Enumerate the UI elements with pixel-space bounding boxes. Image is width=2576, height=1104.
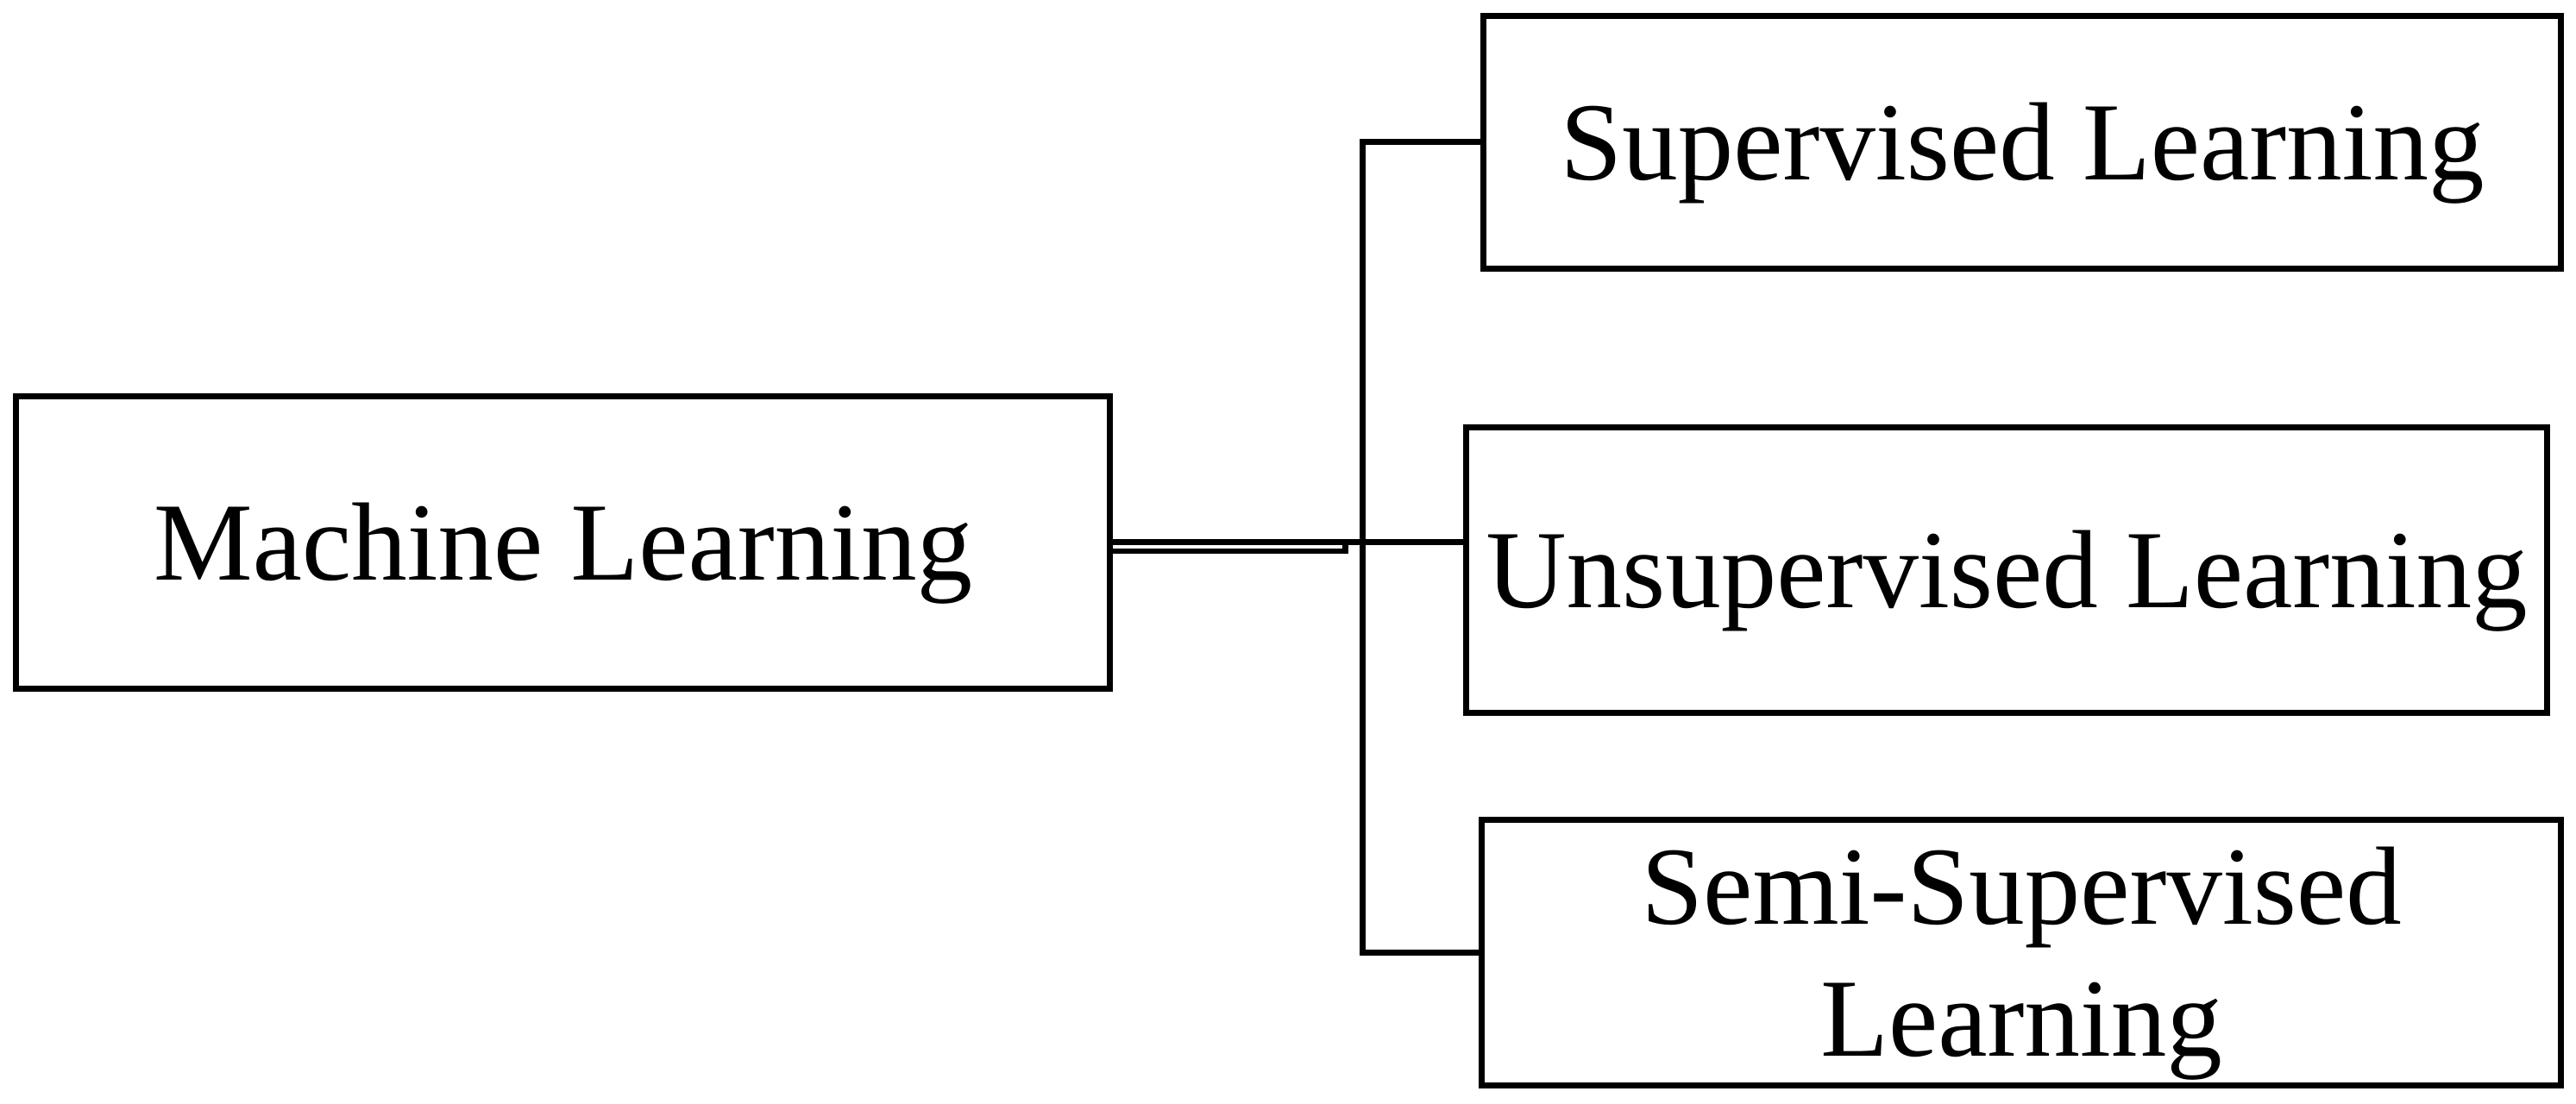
node-machine-learning: Machine Learning <box>13 393 1113 692</box>
node-semi-supervised-learning-label: Semi-Supervised Learning <box>1641 825 2402 1080</box>
node-unsupervised-learning: Unsupervised Learning <box>1463 424 2550 716</box>
connector-double-line-hook <box>1342 539 1348 554</box>
node-unsupervised-learning-label: Unsupervised Learning <box>1486 507 2528 631</box>
connector-stub-supervised <box>1360 139 1480 145</box>
connector-trunk-vertical <box>1360 139 1366 956</box>
connector-stub-semi-supervised <box>1360 950 1480 956</box>
node-semi-supervised-learning: Semi-Supervised Learning <box>1479 817 2564 1088</box>
node-supervised-learning: Supervised Learning <box>1480 13 2564 272</box>
node-machine-learning-label: Machine Learning <box>153 480 973 604</box>
connector-double-line-upper <box>1113 539 1468 545</box>
connector-double-line-lower <box>1113 549 1348 554</box>
node-supervised-learning-label: Supervised Learning <box>1560 79 2485 204</box>
